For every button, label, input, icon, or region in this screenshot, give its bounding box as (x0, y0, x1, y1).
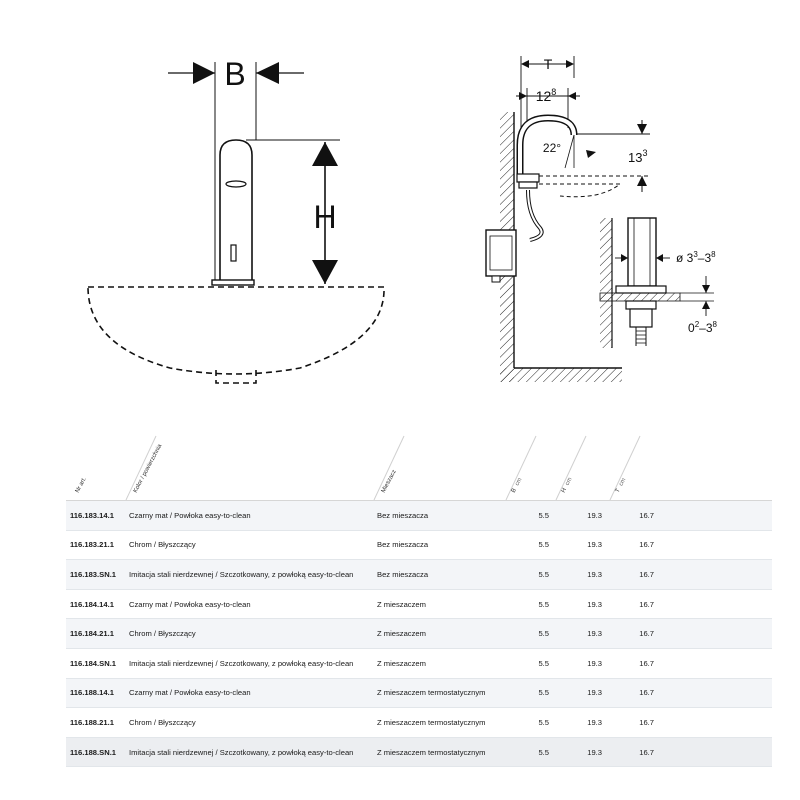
cell-article-number: 116.184.14.1 (70, 599, 114, 609)
cell-h: 19.3 (587, 569, 602, 579)
cell-color: Imitacja stali nierdzewnej / Szczotkowan… (129, 747, 354, 757)
cell-mixer: Z mieszaczem (377, 658, 426, 668)
cell-t: 16.7 (639, 747, 654, 757)
cell-article-number: 116.188.21.1 (70, 717, 114, 727)
cell-mixer: Bez mieszacza (377, 569, 429, 579)
table-row: 116.188.14.1 Czarny mat / Powłoka easy-t… (66, 678, 772, 709)
cell-color: Chrom / Błyszczący (129, 629, 196, 639)
cell-b: 5.5 (538, 658, 549, 668)
table-header: Nr art. Kolor / powierzchnia Mieszacz Bc… (66, 435, 772, 501)
cell-color: Czarny mat / Powłoka easy-to-clean (129, 599, 251, 609)
cell-h: 19.3 (587, 629, 602, 639)
cell-h: 19.3 (587, 540, 602, 550)
cell-article-number: 116.183.SN.1 (70, 569, 117, 579)
table-row: 116.184.21.1 Chrom / Błyszczący Z miesza… (66, 619, 772, 649)
table-row: 116.188.SN.1 Imitacja stali nierdzewnej … (66, 737, 772, 768)
cell-article-number: 116.183.14.1 (70, 510, 114, 520)
faucet-front (211, 139, 255, 286)
cell-mixer: Z mieszaczem termostatycznym (377, 688, 486, 698)
cell-b: 5.5 (538, 717, 549, 727)
cell-b: 5.5 (538, 599, 549, 609)
cell-b: 5.5 (538, 510, 549, 520)
cell-h: 19.3 (587, 717, 602, 727)
cell-article-number: 116.188.SN.1 (70, 747, 117, 757)
cell-mixer: Z mieszaczem termostatycznym (377, 717, 486, 727)
side-basin-outline (539, 175, 650, 198)
basin-outline (87, 286, 385, 384)
cell-t: 16.7 (639, 569, 654, 579)
cell-t: 16.7 (639, 629, 654, 639)
height-dimension: H (246, 139, 340, 284)
depth-label: T (544, 56, 553, 72)
table-row: 116.184.14.1 Czarny mat / Powłoka easy-t… (66, 589, 772, 620)
cell-color: Imitacja stali nierdzewnej / Szczotkowan… (129, 569, 354, 579)
cell-mixer: Z mieszaczem (377, 629, 426, 639)
table-body: 116.183.14.1 Czarny mat / Powłoka easy-t… (66, 501, 772, 768)
cell-mixer: Z mieszaczem (377, 599, 426, 609)
header-article-number: Nr art. (74, 476, 88, 494)
cell-h: 19.3 (587, 747, 602, 757)
cell-t: 16.7 (639, 717, 654, 727)
cell-b: 5.5 (538, 629, 549, 639)
spout-angle: 22° (543, 133, 650, 169)
technical-drawings: B H (87, 56, 718, 384)
table-row: 116.183.SN.1 Imitacja stali nierdzewnej … (66, 560, 772, 590)
height-label: H (313, 199, 336, 235)
front-view-drawing: B H (87, 56, 385, 384)
cell-article-number: 116.184.SN.1 (70, 658, 117, 668)
cell-color: Chrom / Błyszczący (129, 717, 196, 727)
cell-t: 16.7 (639, 658, 654, 668)
cell-mixer: Bez mieszacza (377, 540, 429, 550)
cell-b: 5.5 (538, 747, 549, 757)
cell-h: 19.3 (587, 510, 602, 520)
angle-label: 22° (543, 141, 561, 155)
cell-color: Czarny mat / Powłoka easy-to-clean (129, 688, 251, 698)
cell-color: Chrom / Błyszczący (129, 540, 196, 550)
mounting-detail: ø 33–38 02–38 (599, 217, 718, 348)
faucet-side (485, 114, 578, 283)
cell-h: 19.3 (587, 658, 602, 668)
table-row: 116.183.14.1 Czarny mat / Powłoka easy-t… (66, 501, 772, 531)
hole-diameter-label: ø 33–38 (676, 250, 716, 265)
cell-b: 5.5 (538, 688, 549, 698)
cell-b: 5.5 (538, 569, 549, 579)
table-row: 116.188.21.1 Chrom / Błyszczący Z miesza… (66, 708, 772, 738)
cell-h: 19.3 (587, 688, 602, 698)
cell-color: Czarny mat / Powłoka easy-to-clean (129, 510, 251, 520)
spout-reach-dimension: 128 (516, 87, 580, 128)
cell-t: 16.7 (639, 540, 654, 550)
table-row: 116.183.21.1 Chrom / Błyszczący Bez mies… (66, 530, 772, 561)
drop-dimension: 133 (628, 120, 647, 192)
side-view-drawing: T 128 22° (485, 56, 718, 382)
cell-mixer: Z mieszaczem termostatycznym (377, 747, 486, 757)
cell-article-number: 116.184.21.1 (70, 629, 114, 639)
cell-mixer: Bez mieszacza (377, 510, 429, 520)
table-row: 116.184.SN.1 Imitacja stali nierdzewnej … (66, 648, 772, 679)
cell-h: 19.3 (587, 599, 602, 609)
cell-t: 16.7 (639, 688, 654, 698)
cell-article-number: 116.183.21.1 (70, 540, 114, 550)
cell-color: Imitacja stali nierdzewnej / Szczotkowan… (129, 658, 354, 668)
cell-t: 16.7 (639, 599, 654, 609)
product-table: Nr art. Kolor / powierzchnia Mieszacz Bc… (66, 435, 772, 768)
width-dimension: B (168, 56, 304, 285)
width-label: B (224, 56, 245, 92)
plate-thickness-label: 02–38 (688, 320, 718, 335)
drop-label: 133 (628, 148, 647, 165)
cell-article-number: 116.188.14.1 (70, 688, 114, 698)
spout-reach-label: 128 (536, 87, 557, 104)
cell-t: 16.7 (639, 510, 654, 520)
cell-b: 5.5 (538, 540, 549, 550)
